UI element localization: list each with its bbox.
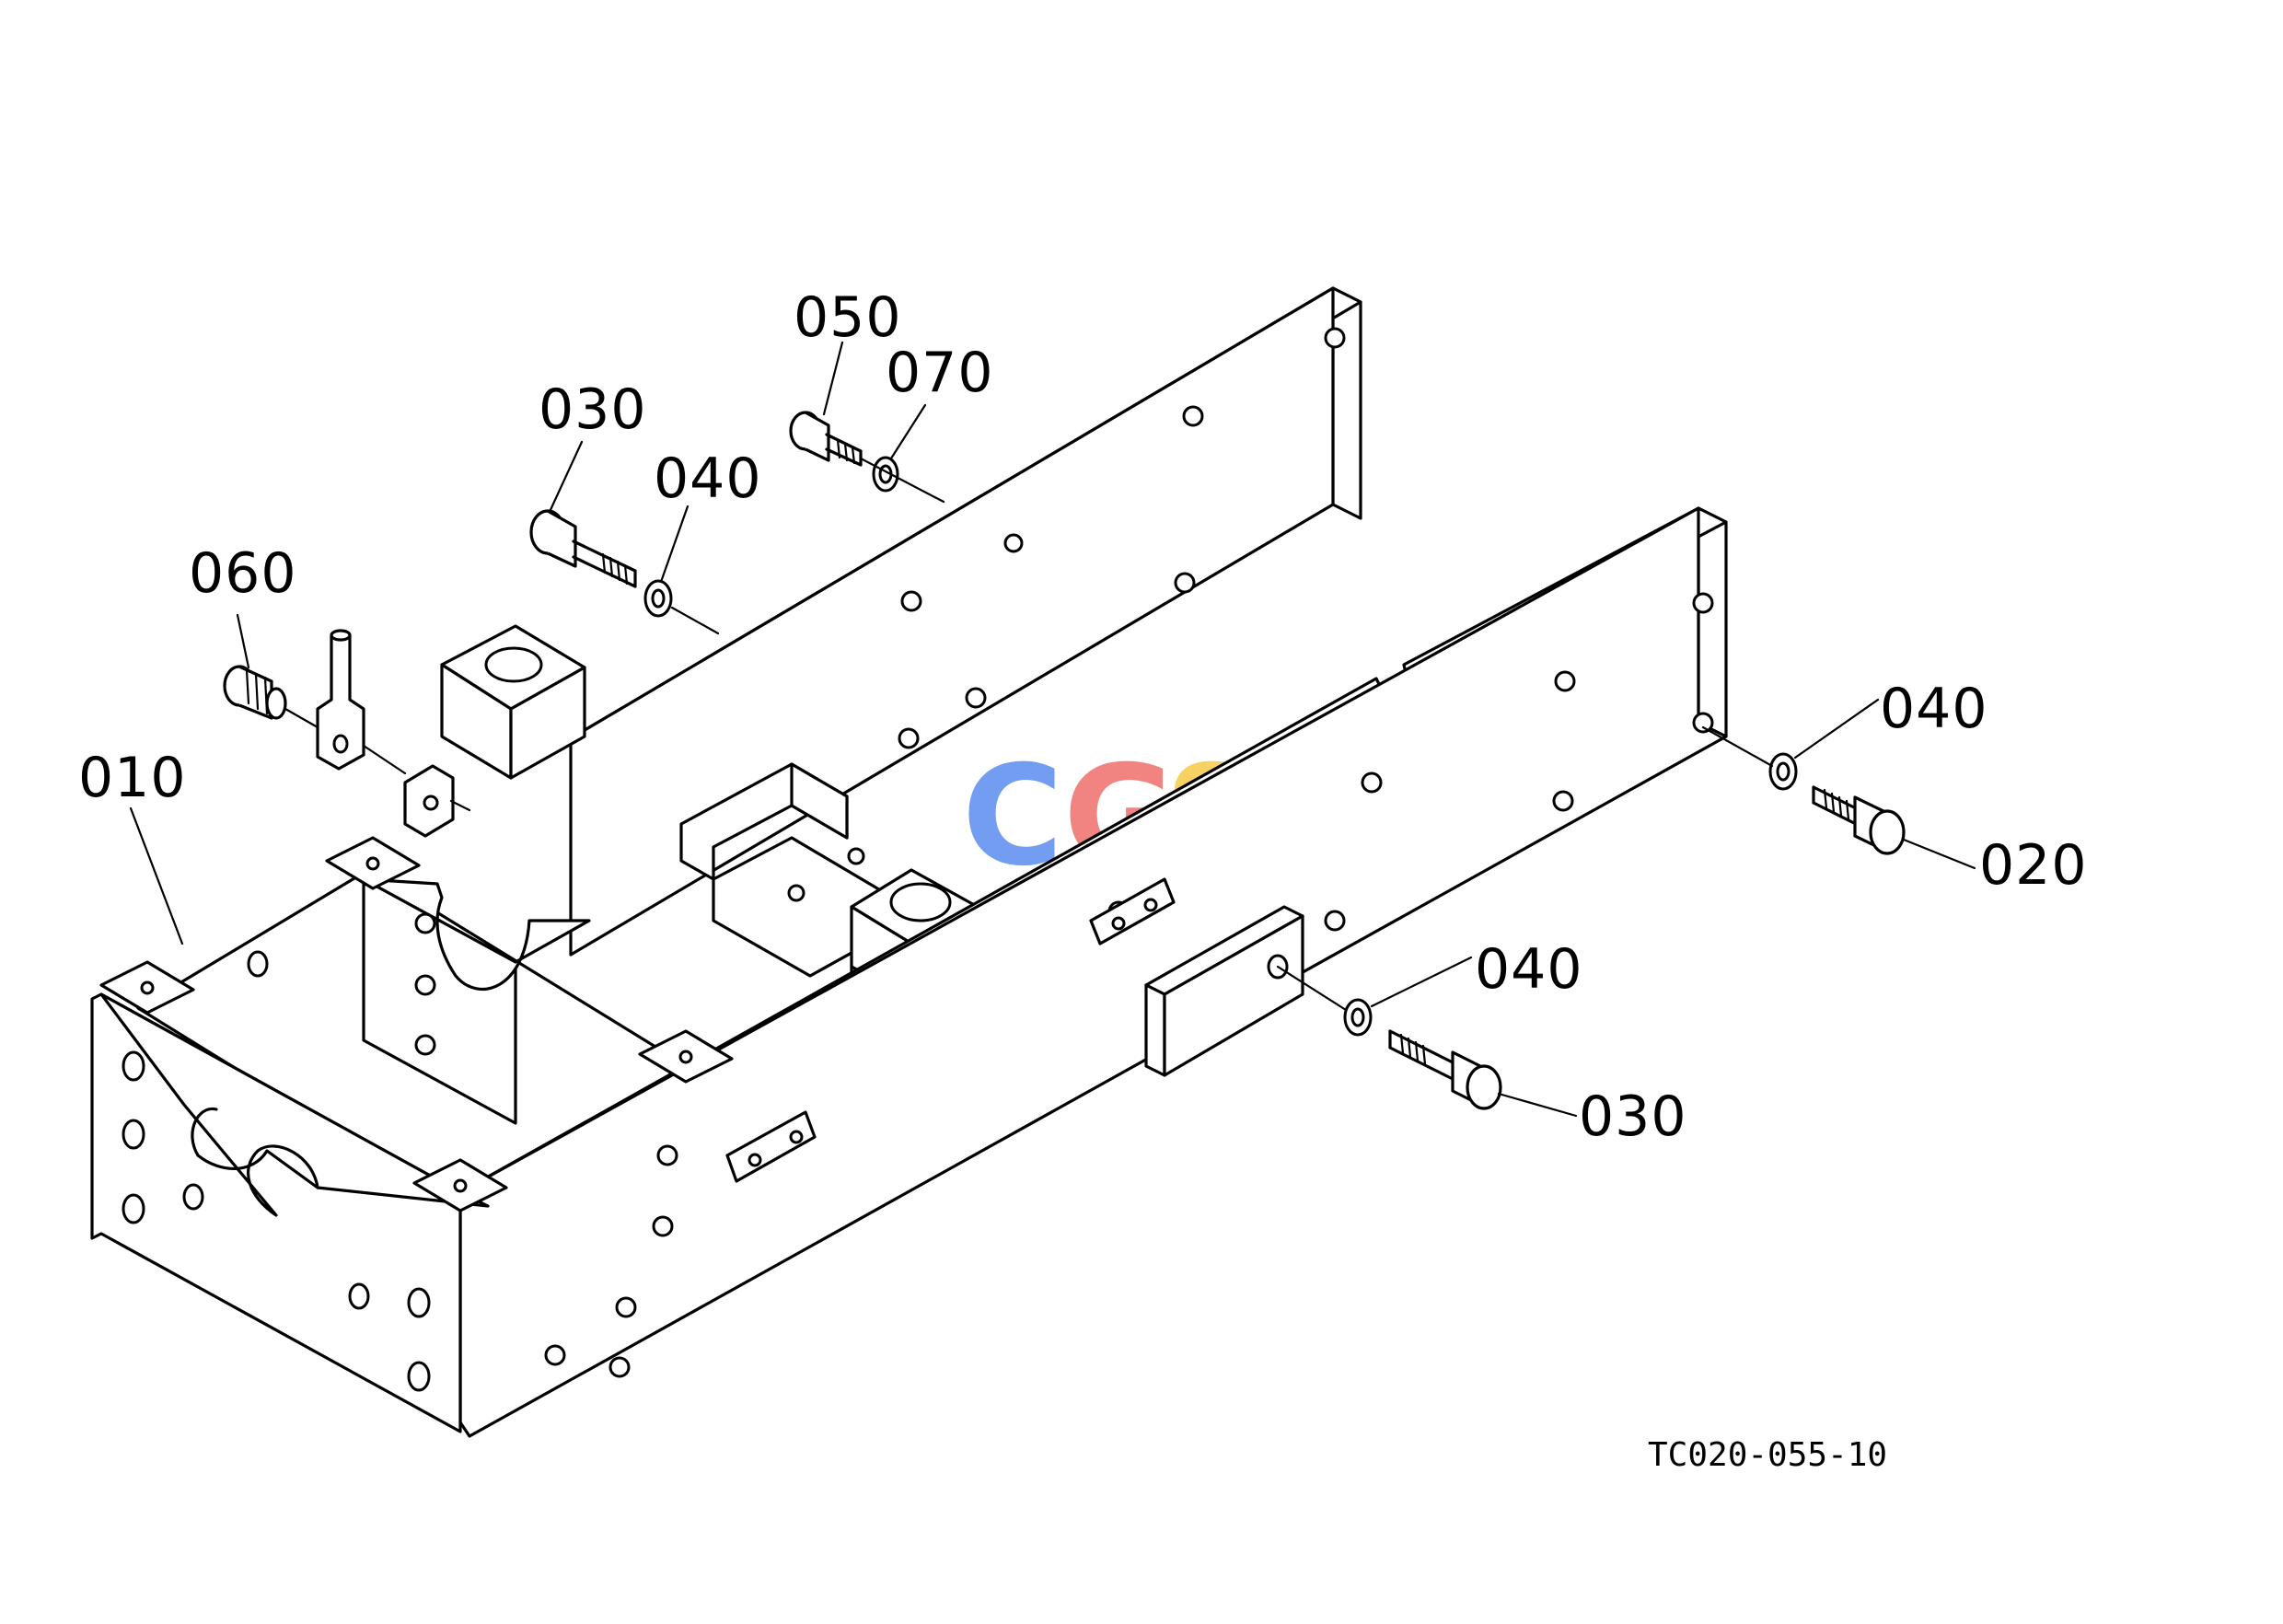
spacer-plate [1144,905,1304,1077]
rail-block-2 [725,1110,817,1183]
bolt-050 [789,411,863,467]
eye-bracket [316,629,365,771]
leader-050-axis [859,457,945,504]
fitting-060 [223,665,287,720]
callout-labels: 050 070 030 040 060 010 040 020 040 030 [78,285,2088,1149]
corner-gussets [99,836,734,1212]
callout-040-top: 040 [654,447,762,511]
leader-030b-axis [1276,965,1348,1012]
callout-050: 050 [794,285,902,350]
frame-assembly [90,286,1728,1438]
callout-030-bottom: 030 [1579,1085,1687,1149]
leader-030-axis [670,606,720,635]
washer-040-right [1768,752,1798,791]
callout-040-right: 040 [1880,677,1988,741]
bolt-030-top [529,509,637,588]
tab-bracket [403,764,455,838]
washer-070 [872,456,899,493]
leader-lines [129,341,1976,1118]
callout-070: 070 [886,341,994,405]
rail-block-1 [1089,877,1176,945]
drawing-code: TC020-055-10 [1648,1436,1887,1474]
pivot-bracket-rear [440,624,586,780]
callout-040-bottom: 040 [1475,937,1583,1002]
bolt-030-bottom [1388,1029,1502,1110]
washer-040-bottom [1343,998,1373,1037]
callout-020: 020 [1979,833,2088,898]
front-side-rail [458,506,1728,1438]
rear-cross-member [362,877,591,1125]
leader-020-axis [1701,725,1774,768]
washer-040-top [643,579,673,618]
callout-060: 060 [189,541,297,606]
callout-010: 010 [78,746,187,810]
leader-060-axis [284,707,471,812]
front-end-plate [90,950,490,1433]
callout-030-top: 030 [539,377,647,442]
bolt-020 [1812,785,1906,855]
